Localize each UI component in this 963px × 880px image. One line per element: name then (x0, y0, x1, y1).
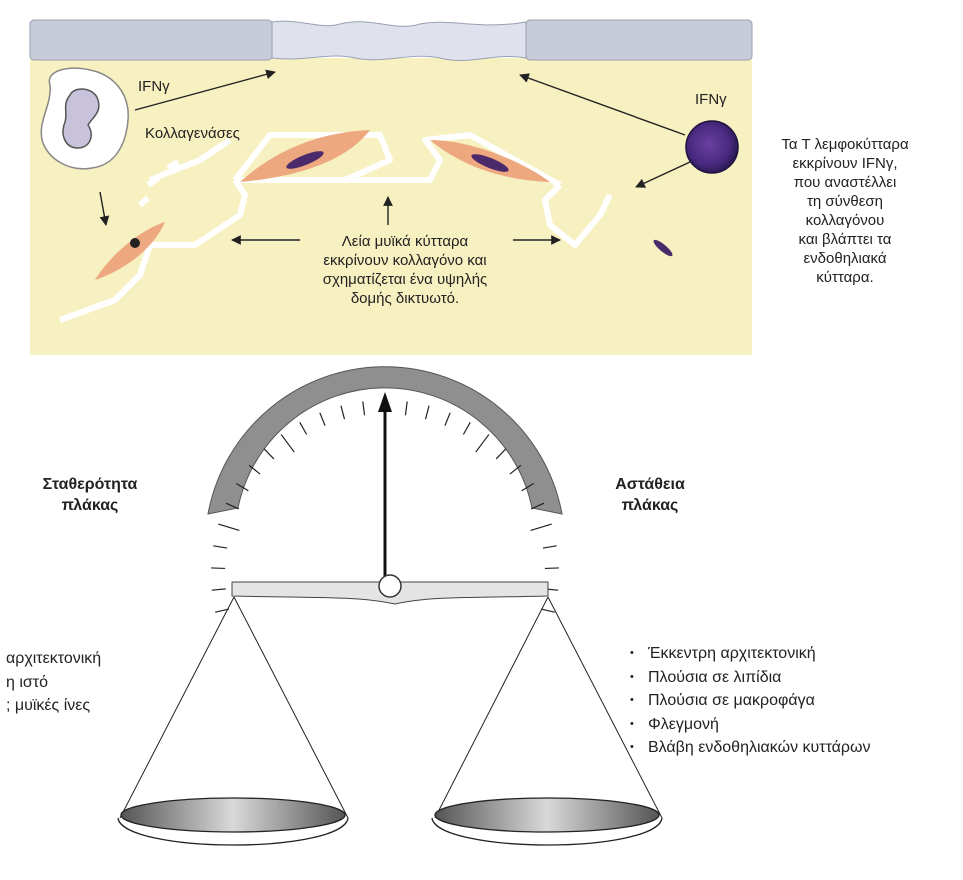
tcell-line: ενδοθηλιακά (803, 250, 887, 267)
stability-line: πλάκας (61, 497, 119, 514)
smc-line: Λεία μυϊκά κύτταρα (341, 233, 469, 250)
gauge-tick (462, 422, 471, 435)
ifn-gamma-label-right: IFNγ (695, 91, 727, 108)
tcell-line: και βλάπτει τα (798, 231, 892, 248)
plaque-instability-label: Αστάθεια πλάκας (585, 474, 715, 516)
smc-nucleus-small (130, 238, 140, 248)
damaged-cell-fragment (653, 239, 673, 257)
t-lymphocyte (685, 120, 739, 174)
tcell-line: Τα Τ λεμφοκύτταρα (781, 136, 909, 153)
collagenases-label: Κολλαγενάσες (145, 125, 240, 142)
plaque-background (30, 58, 752, 355)
tcell-line: κολλαγόνου (805, 212, 885, 229)
smc-line: εκκρίνουν κολλαγόνο και (323, 252, 487, 269)
gauge-tick (225, 502, 240, 510)
balance-strings (119, 596, 663, 819)
endothelium-right (525, 19, 753, 61)
gauge-tick (299, 422, 308, 435)
gauge-tick (530, 523, 552, 531)
gauge-ticks (211, 400, 559, 613)
gauge-tick (248, 464, 261, 475)
collagen-network (58, 132, 613, 323)
gauge-tick (236, 483, 249, 492)
gauge-tick (495, 448, 507, 460)
balance-pivot (378, 574, 402, 598)
ifn-gamma-label-left: IFNγ (138, 78, 170, 95)
instability-line: Αστάθεια (615, 476, 685, 493)
gauge-tick (424, 405, 430, 420)
smc-line: σχηματίζεται ένα υψηλής (322, 271, 488, 288)
smc-line: δομής δικτυωτό. (350, 290, 460, 307)
gauge-tick (319, 412, 326, 426)
gauge-tick (475, 434, 490, 453)
instability-features-list: Έκκεντρη αρχιτεκτονική Πλούσια σε λιπίδι… (630, 642, 955, 760)
gauge-tick (362, 401, 366, 416)
plaque-stability-label: Σταθερότητα πλάκας (15, 474, 165, 516)
instability-line: πλάκας (621, 497, 679, 514)
tcell-description: Τα Τ λεμφοκύτταρα εκκρίνουν IFNγ, που αν… (750, 135, 940, 287)
stability-line: Σταθερότητα (42, 476, 138, 493)
gauge-tick (521, 483, 534, 492)
list-item: Βλάβη ενδοθηλιακών κυττάρων (630, 736, 955, 760)
gauge-tick (211, 588, 226, 591)
damaged-endothelium (271, 20, 527, 61)
smc-nucleus-right (471, 154, 509, 172)
tcell-line: που αναστέλλει (793, 174, 897, 191)
stability-features-list: αρχιτεκτονική η ιστό ; μυϊκές ίνες (0, 647, 125, 718)
tcell-line: τη σύνθεση (806, 193, 884, 210)
gauge-tick (404, 401, 408, 416)
gauge-tick (444, 412, 451, 426)
gauge-tick (215, 608, 230, 613)
smc-nucleus-left (286, 151, 324, 169)
gauge-arc (207, 366, 563, 515)
tcell-line: κύτταρα. (816, 269, 874, 286)
gauge-tick (542, 545, 557, 549)
list-item: Φλεγμονή (630, 713, 955, 737)
list-item: Πλούσια σε λιπίδια (630, 666, 955, 690)
tcell-line: εκκρίνουν IFNγ, (792, 155, 898, 172)
endothelium-left (29, 19, 273, 61)
gauge-tick (280, 434, 295, 453)
arrows (99, 69, 691, 245)
collagen-fragments (138, 159, 180, 208)
gauge-tick (263, 448, 275, 460)
gauge-tick (509, 464, 522, 475)
list-item: η ιστό (0, 671, 125, 695)
macrophage-nucleus (62, 88, 100, 149)
gauge-tick (218, 523, 240, 531)
gauge-tick (530, 502, 545, 510)
gauge-tick (540, 608, 555, 613)
gauge-tick (340, 405, 346, 420)
list-item: ; μυϊκές ίνες (0, 694, 125, 718)
smooth-muscle-cell-small (95, 222, 165, 280)
list-item: αρχιτεκτονική (0, 647, 125, 671)
list-item: Πλούσια σε μακροφάγα (630, 689, 955, 713)
list-item: Έκκεντρη αρχιτεκτονική (630, 642, 955, 666)
smc-description: Λεία μυϊκά κύτταρα εκκρίνουν κολλαγόνο κ… (285, 232, 525, 308)
gauge-tick (213, 545, 228, 549)
